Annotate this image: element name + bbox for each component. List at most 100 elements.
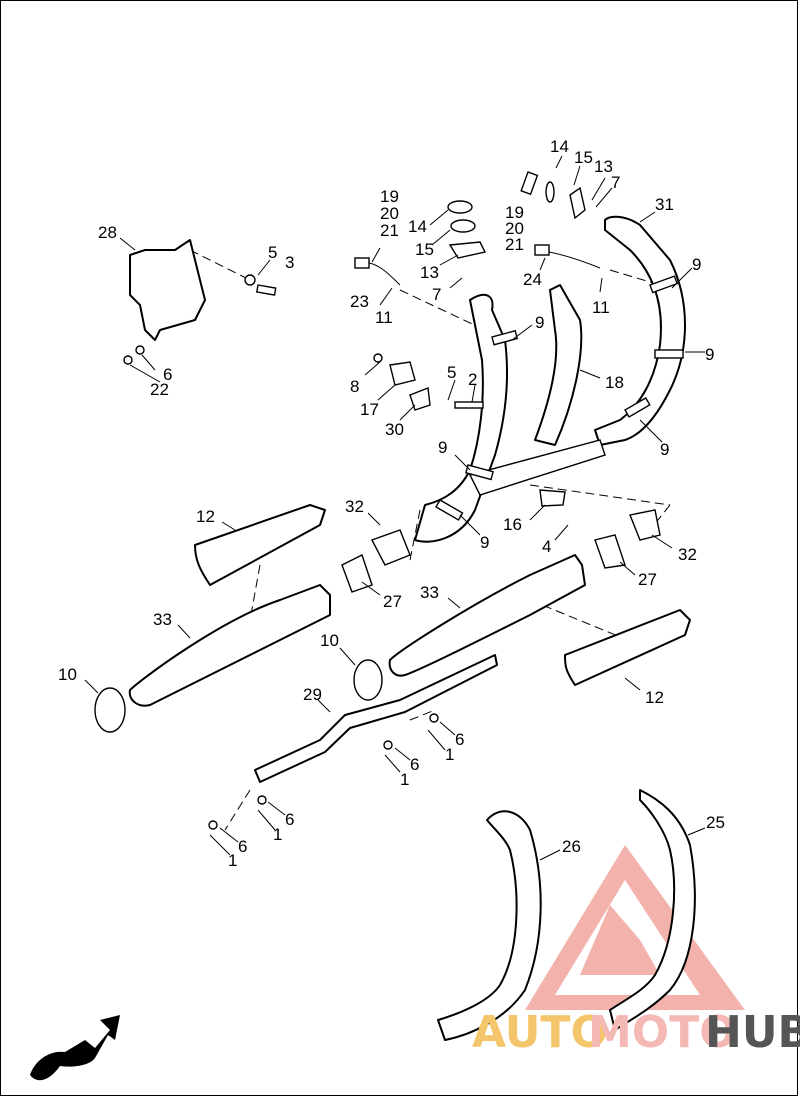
part-9-clamp	[624, 397, 651, 418]
callout: 27	[383, 592, 402, 611]
callout: 2	[468, 370, 477, 389]
callout: 19	[505, 203, 524, 222]
callout: 14	[408, 217, 427, 236]
part-29-muffler-bracket	[254, 654, 498, 783]
callout: 13	[420, 263, 439, 282]
watermark-word-3: HUB	[705, 1007, 800, 1058]
front-header-pipe	[414, 293, 508, 543]
part-14-gasket	[447, 200, 473, 214]
callout: 21	[380, 221, 399, 240]
watermark-word-1: AUTO	[472, 1007, 608, 1058]
callout: 6	[285, 810, 294, 829]
callout: 6	[163, 365, 172, 384]
callout: 12	[196, 507, 215, 526]
callout: 22	[150, 380, 169, 399]
callout: 9	[438, 438, 447, 457]
callout: 20	[380, 204, 399, 223]
o2-sensor-wire	[548, 251, 601, 269]
part-30-bracket	[409, 387, 431, 411]
part-15-ring	[545, 181, 555, 203]
callout: 1	[228, 851, 237, 870]
part-27-muffler-clamp	[594, 534, 626, 569]
callout: 18	[605, 373, 624, 392]
part-6-washer	[429, 713, 439, 723]
callout: 29	[303, 685, 322, 704]
callout: 6	[455, 730, 464, 749]
part-13-flange	[448, 241, 487, 259]
callout: 9	[660, 440, 669, 459]
callout: 33	[420, 583, 439, 602]
o2-sensor-connector	[534, 244, 550, 256]
callout: 13	[594, 157, 613, 176]
callout: 1	[445, 745, 454, 764]
part-13-flange	[569, 186, 586, 220]
part-6-washer	[208, 820, 218, 830]
callout: 15	[415, 240, 434, 259]
part-28-bracket	[129, 239, 206, 341]
part-25-header-pipe	[609, 789, 696, 1031]
callout: 10	[58, 665, 77, 684]
o2-sensor-wire	[368, 262, 401, 286]
part-27-muffler-clamp	[341, 554, 373, 593]
part-10-end-ring	[353, 659, 383, 701]
callout: 10	[320, 631, 339, 650]
callout: 9	[480, 533, 489, 552]
part-10-end-ring	[94, 687, 126, 733]
part-15-ring	[450, 219, 476, 233]
part-17-clip	[389, 361, 416, 386]
part-22-nut	[123, 355, 133, 365]
callout: 15	[574, 148, 593, 167]
callout: 20	[505, 219, 524, 238]
part-9-clamp	[654, 349, 684, 359]
callout: 1	[400, 770, 409, 789]
callout: 6	[238, 837, 247, 856]
part-33-muffler-lower	[128, 584, 331, 707]
part-9-clamp	[435, 499, 464, 521]
part-6-washer	[257, 795, 267, 805]
callout: 1	[273, 825, 282, 844]
part-6-washer	[135, 345, 145, 355]
callout: 9	[705, 345, 714, 364]
callout: 3	[285, 253, 294, 272]
callout-labels: 14 15 13 7 31 19 20 21 14 15 13 7 19 20 …	[58, 137, 725, 870]
callout: 26	[562, 837, 581, 856]
callout: 14	[550, 137, 569, 156]
part-18-heat-shield	[534, 284, 583, 446]
part-26-header-pipe	[437, 810, 542, 1041]
part-16-bracket	[539, 489, 566, 507]
leader-lines	[84, 155, 706, 861]
callout: 30	[385, 420, 404, 439]
motorcycle-front-arrow-icon	[30, 1015, 120, 1081]
callout: 21	[505, 235, 524, 254]
part-32-clamp	[629, 509, 661, 541]
callout: 5	[268, 243, 277, 262]
callout: 24	[523, 270, 542, 289]
callout: 23	[350, 292, 369, 311]
o2-sensor-connector	[354, 257, 370, 269]
watermark-text: AUTO MOTO HUB	[472, 1007, 800, 1058]
part-14-gasket	[520, 171, 539, 196]
part-9-clamp	[491, 329, 519, 346]
callout: 12	[645, 688, 664, 707]
callout: 28	[98, 223, 117, 242]
part-2-bolt	[454, 401, 484, 409]
part-8-nut	[373, 353, 383, 363]
watermark-logo	[525, 845, 745, 1010]
callout: 32	[345, 497, 364, 516]
part-32-clamp	[371, 529, 411, 566]
callout: 4	[542, 537, 551, 556]
callout: 27	[638, 570, 657, 589]
part-3-bolt	[255, 284, 277, 296]
callout: 9	[535, 313, 544, 332]
callout: 25	[706, 813, 725, 832]
part-5-washer	[244, 274, 256, 286]
part-6-washer	[383, 740, 393, 750]
crossover-pipe	[468, 439, 606, 496]
callout: 9	[692, 255, 701, 274]
callout: 7	[432, 285, 441, 304]
callout: 33	[153, 610, 172, 629]
callout: 5	[447, 363, 456, 382]
callout: 31	[655, 195, 674, 214]
